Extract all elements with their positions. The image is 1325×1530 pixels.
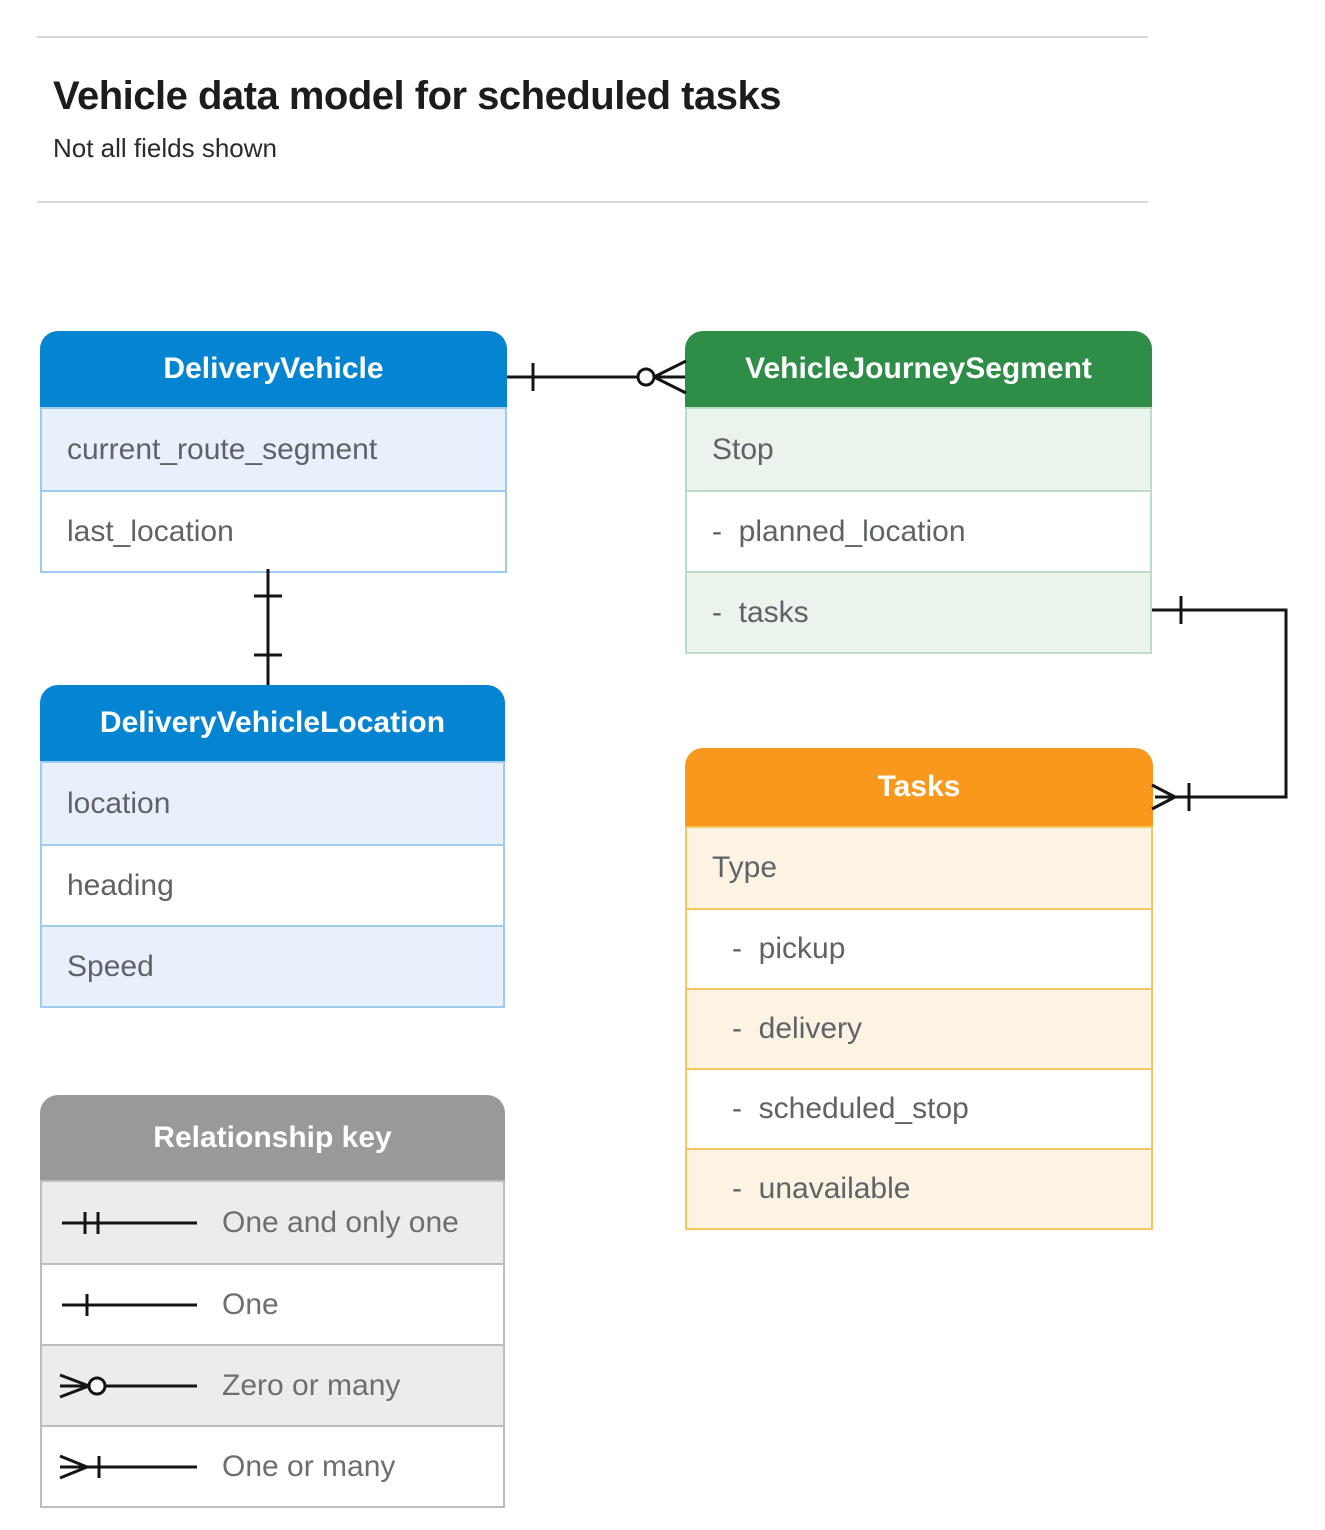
field-row: Speed (42, 925, 503, 1006)
one-or-many-icon (59, 1454, 197, 1479)
field-label: last_location (67, 514, 234, 548)
zero-or-many-icon (59, 1373, 197, 1398)
field-label: Stop (712, 432, 774, 466)
legend-label: One and only one (222, 1205, 459, 1239)
entity-fields: Type - pickup - delivery - scheduled_sto… (685, 826, 1153, 1230)
field-label: current_route_segment (67, 432, 378, 466)
field-row: - pickup (687, 908, 1151, 988)
field-label: - tasks (712, 595, 809, 629)
entity-vehicle-journey-segment: VehicleJourneySegment Stop - planned_loc… (685, 331, 1152, 654)
field-label: Type (712, 851, 778, 884)
entity-tasks: Tasks Type - pickup - delivery - schedul… (685, 748, 1153, 1230)
field-row: - planned_location (687, 490, 1150, 571)
entity-title: DeliveryVehicleLocation (99, 706, 446, 739)
relationship-key: Relationship key One and only one One (40, 1095, 505, 1508)
field-label: - delivery (732, 1012, 863, 1045)
page-subtitle: Not all fields shown (53, 133, 277, 163)
field-label: - unavailable (732, 1172, 911, 1205)
field-row: - unavailable (687, 1148, 1151, 1228)
page-title: Vehicle data model for scheduled tasks (53, 74, 781, 118)
field-label: location (67, 786, 171, 820)
connector-vehicle-journey-segment-tasks-to-tasks (1151, 596, 1288, 811)
field-row: Stop (687, 409, 1150, 490)
legend-item: Zero or many (42, 1344, 503, 1425)
field-label: heading (67, 868, 174, 902)
field-label: Speed (67, 949, 154, 983)
entity-title: DeliveryVehicle (163, 352, 384, 385)
field-label: - pickup (732, 932, 846, 965)
entity-title: VehicleJourneySegment (745, 352, 1092, 385)
field-row: - delivery (687, 988, 1151, 1068)
field-row: Type (687, 828, 1151, 908)
entity-header-delivery-vehicle: DeliveryVehicle (40, 331, 507, 407)
field-row: - scheduled_stop (687, 1068, 1151, 1148)
entity-header-tasks: Tasks (685, 748, 1153, 826)
field-label: - scheduled_stop (732, 1092, 969, 1125)
relationship-key-title: Relationship key (153, 1120, 392, 1154)
legend-label: One or many (222, 1449, 396, 1483)
field-row: location (42, 763, 503, 844)
relationship-key-header: Relationship key (40, 1095, 505, 1180)
entity-fields: Stop - planned_location - tasks (685, 407, 1152, 654)
field-row: last_location (42, 490, 505, 571)
header-divider (37, 201, 1148, 203)
one-icon (62, 1293, 197, 1316)
connector-delivery-vehicle-to-vehicle-journey-segment (507, 359, 687, 395)
legend-item: One (42, 1263, 503, 1344)
legend-item: One and only one (42, 1182, 503, 1263)
entity-delivery-vehicle: DeliveryVehicle current_route_segment la… (40, 331, 507, 573)
field-row: - tasks (687, 571, 1150, 652)
entity-delivery-vehicle-location: DeliveryVehicleLocation location heading… (40, 685, 505, 1008)
field-row: current_route_segment (42, 409, 505, 490)
legend-item: One or many (42, 1425, 503, 1506)
legend-label: Zero or many (222, 1368, 401, 1402)
entity-fields: location heading Speed (40, 761, 505, 1008)
top-divider (37, 36, 1148, 38)
relationship-key-rows: One and only one One Zero or many (40, 1180, 505, 1508)
connector-delivery-vehicle-to-delivery-vehicle-location (254, 569, 282, 685)
one-and-only-one-icon (62, 1211, 197, 1234)
legend-label: One (222, 1287, 279, 1321)
entity-header-vehicle-journey-segment: VehicleJourneySegment (685, 331, 1152, 407)
field-row: heading (42, 844, 503, 925)
field-label: - planned_location (712, 514, 966, 548)
entity-fields: current_route_segment last_location (40, 407, 507, 573)
entity-title: Tasks (877, 770, 961, 803)
entity-header-delivery-vehicle-location: DeliveryVehicleLocation (40, 685, 505, 761)
